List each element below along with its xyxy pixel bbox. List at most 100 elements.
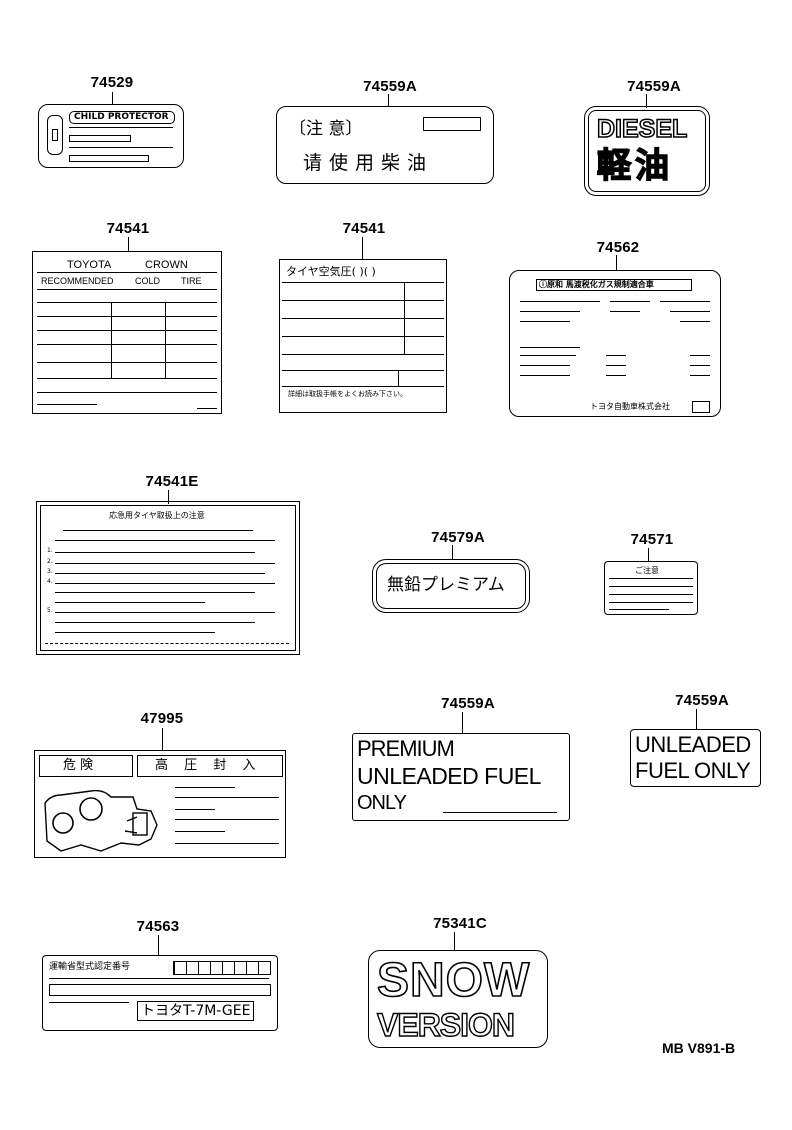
label-text: 運輸省型式認定番号 [49, 962, 131, 972]
label-text: 〔注 意〕 [289, 119, 363, 139]
rule [690, 365, 710, 366]
rule [398, 370, 399, 386]
rule [175, 787, 235, 788]
label-text: SNOW [376, 954, 531, 1007]
label-child-protector: CHILD PROTECTOR [38, 104, 184, 168]
rule [63, 530, 253, 531]
rule [37, 392, 217, 393]
text-block [69, 135, 131, 142]
label-text: RECOMMENDED [41, 276, 114, 286]
label-emission: ⓘ原和 馬渡税化ガス規制適合車 トヨタ自動車株式会社 [509, 270, 721, 417]
label-text: タイヤ空気圧( )( ) [286, 265, 376, 278]
strut-pictogram-icon [44, 789, 158, 852]
rule [609, 602, 693, 603]
rule [49, 1002, 129, 1003]
rule [609, 609, 669, 610]
rule [37, 404, 97, 405]
rule [660, 301, 710, 302]
label-tire-pressure-jp: タイヤ空気圧( )( ) 詳細は取扱手帳をよくお読み下さい。 [279, 259, 447, 413]
rule [520, 301, 600, 302]
high-pressure-box [137, 755, 283, 777]
rule [520, 311, 580, 312]
rule [49, 978, 269, 979]
label-type-approval: 運輸省型式認定番号 トヨタT-7M-GEE [42, 955, 278, 1031]
label-text: 请使用柴油 [303, 152, 434, 174]
part-number-74559a: 74559A [627, 78, 681, 95]
rule [55, 622, 255, 623]
rule [606, 355, 626, 356]
label-text: 無鉛プレミアム [387, 575, 505, 595]
rule [55, 573, 265, 574]
danger-box [39, 755, 133, 777]
rule [37, 330, 217, 331]
rule [609, 578, 693, 579]
rule [175, 843, 279, 844]
part-number-74541: 74541 [106, 220, 150, 237]
label-unleaded-fuel-only: UNLEADED FUEL ONLY [630, 729, 761, 787]
leader-line [452, 545, 453, 559]
rule [282, 354, 444, 355]
rule [197, 408, 217, 409]
label-caution: ご注意 [604, 561, 698, 615]
label-text: ONLY [357, 792, 407, 814]
part-number-74563: 74563 [136, 918, 180, 935]
leader-line [388, 94, 389, 108]
rule [282, 386, 444, 387]
leader-line [112, 92, 113, 106]
rule [175, 819, 279, 820]
part-number-74559a: 74559A [675, 692, 729, 709]
lock-icon [47, 115, 63, 155]
label-use-diesel-cn: 〔注 意〕 请使用柴油 [276, 106, 494, 184]
rule [282, 336, 444, 337]
rule [55, 592, 255, 593]
stamp-box [692, 401, 710, 413]
leader-line [454, 932, 455, 952]
rule [55, 540, 275, 541]
label-text: TIRE [181, 276, 202, 286]
rule [55, 602, 205, 603]
leader-line [168, 490, 169, 504]
label-premium-unleaded: PREMIUM UNLEADED FUEL ONLY [352, 733, 570, 821]
label-text: 高 圧 封 入 [155, 758, 262, 773]
rule [55, 563, 275, 564]
rule [175, 831, 225, 832]
leader-line [648, 548, 649, 562]
rule [610, 301, 650, 302]
rule [606, 365, 626, 366]
label-text: UNLEADED [635, 732, 751, 757]
blank-box [49, 984, 271, 996]
leader-line [362, 237, 363, 261]
part-number-74559a: 74559A [363, 78, 417, 95]
part-number-75341c: 75341C [433, 915, 487, 932]
part-number-74541e: 74541E [145, 473, 199, 490]
rule [55, 612, 275, 613]
leader-line [158, 935, 159, 957]
label-text: COLD [135, 276, 161, 286]
label-text: ⓘ原和 馬渡税化ガス規制適合車 [536, 279, 692, 291]
rule [609, 586, 693, 587]
leader-line [646, 94, 647, 108]
rule [37, 272, 217, 273]
label-tire-pressure-en: TOYOTA CROWN RECOMMENDED COLD TIRE [32, 251, 222, 414]
leader-line [162, 728, 163, 752]
label-text: 軽油 [596, 146, 673, 186]
leader-line [462, 712, 463, 734]
label-text: トヨタT-7M-GEE [137, 1001, 255, 1021]
rule [609, 594, 693, 595]
part-number-74579a: 74579A [431, 529, 485, 546]
rule [282, 300, 444, 301]
rule [37, 362, 217, 363]
rule [690, 375, 710, 376]
rule [37, 344, 217, 345]
rule [520, 375, 570, 376]
rule [520, 321, 570, 322]
label-text: CROWN [145, 259, 188, 271]
label-danger-high-pressure: 危 険 高 圧 封 入 [34, 750, 286, 858]
part-number-74559a: 74559A [441, 695, 495, 712]
rule [610, 311, 640, 312]
rule [55, 632, 215, 633]
label-text: トヨタ自動車株式会社 [590, 402, 670, 411]
rule [165, 302, 166, 378]
diagram-code: MB V891-B [662, 1040, 736, 1056]
rule [690, 355, 710, 356]
